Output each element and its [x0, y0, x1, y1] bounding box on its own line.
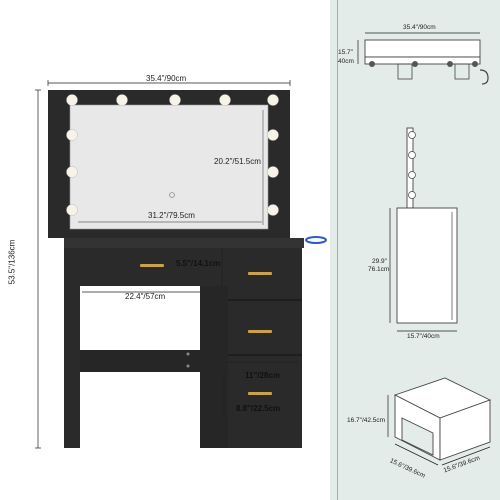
side-hook-icon: [305, 236, 327, 244]
mirror-width-label: 31.2"/79.5cm: [148, 211, 195, 220]
left-leg: [64, 248, 80, 448]
drawer-handle: [248, 392, 272, 395]
main-width-label: 35.4"/90cm: [146, 74, 187, 83]
drawer-height-bottom-label: 8.8"/22.5cm: [236, 404, 281, 413]
drawer-cabinet: [228, 248, 302, 448]
top-view-drawing: [364, 39, 489, 85]
drawer-handle: [140, 264, 164, 267]
stool-drawing: [393, 377, 492, 461]
knee-width-label: 22.4"/57cm: [125, 292, 166, 301]
panel-divider: [337, 0, 338, 500]
side-height-in-label: 29.9": [372, 258, 387, 265]
top-depth-cm-label: 40cm: [338, 58, 354, 65]
desk-top: [64, 238, 304, 248]
top-depth-in-label: 15.7": [338, 49, 353, 56]
mirror-height-label: 20.2"/51.5cm: [214, 157, 261, 166]
top-width-label: 35.4"/90cm: [403, 24, 436, 31]
touch-button-icon: [169, 192, 175, 198]
right-leg-inner: [200, 286, 228, 448]
drawer-width-label: 11"/28cm: [245, 371, 280, 380]
back-brace: [80, 350, 200, 372]
side-height-cm-label: 76.1cm: [368, 266, 390, 273]
side-depth-label: 15.7"/40cm: [407, 333, 440, 340]
drawer-handle: [248, 330, 272, 333]
drawer-handle: [248, 272, 272, 275]
mirror-bulbs: [66, 94, 279, 216]
stool-height-label: 16.7"/42.5cm: [347, 417, 386, 424]
side-view-drawing: [396, 127, 458, 324]
drawer-height-top-label: 5.5"/14.1cm: [176, 259, 221, 268]
